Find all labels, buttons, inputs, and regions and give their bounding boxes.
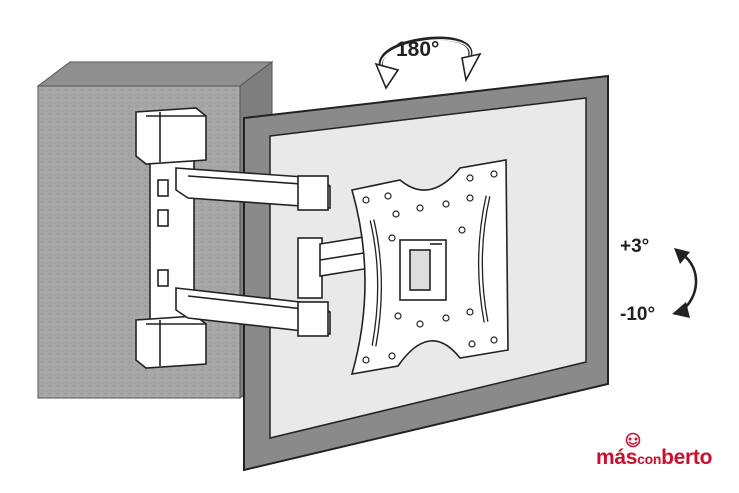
- tilt-arrow-icon: [672, 248, 698, 318]
- tilt-down-label: -10°: [620, 304, 655, 325]
- brand-mark-icon: [625, 432, 641, 448]
- swivel-label: 180°: [396, 38, 439, 61]
- brand-wordmark: másconberto: [596, 446, 713, 469]
- tilt-up-label: +3°: [620, 236, 649, 257]
- brand-logo: másconberto: [596, 432, 726, 482]
- vesa-plate: [350, 159, 509, 376]
- swivel-arrow-icon: [374, 36, 482, 90]
- articulating-arm: [175, 167, 371, 337]
